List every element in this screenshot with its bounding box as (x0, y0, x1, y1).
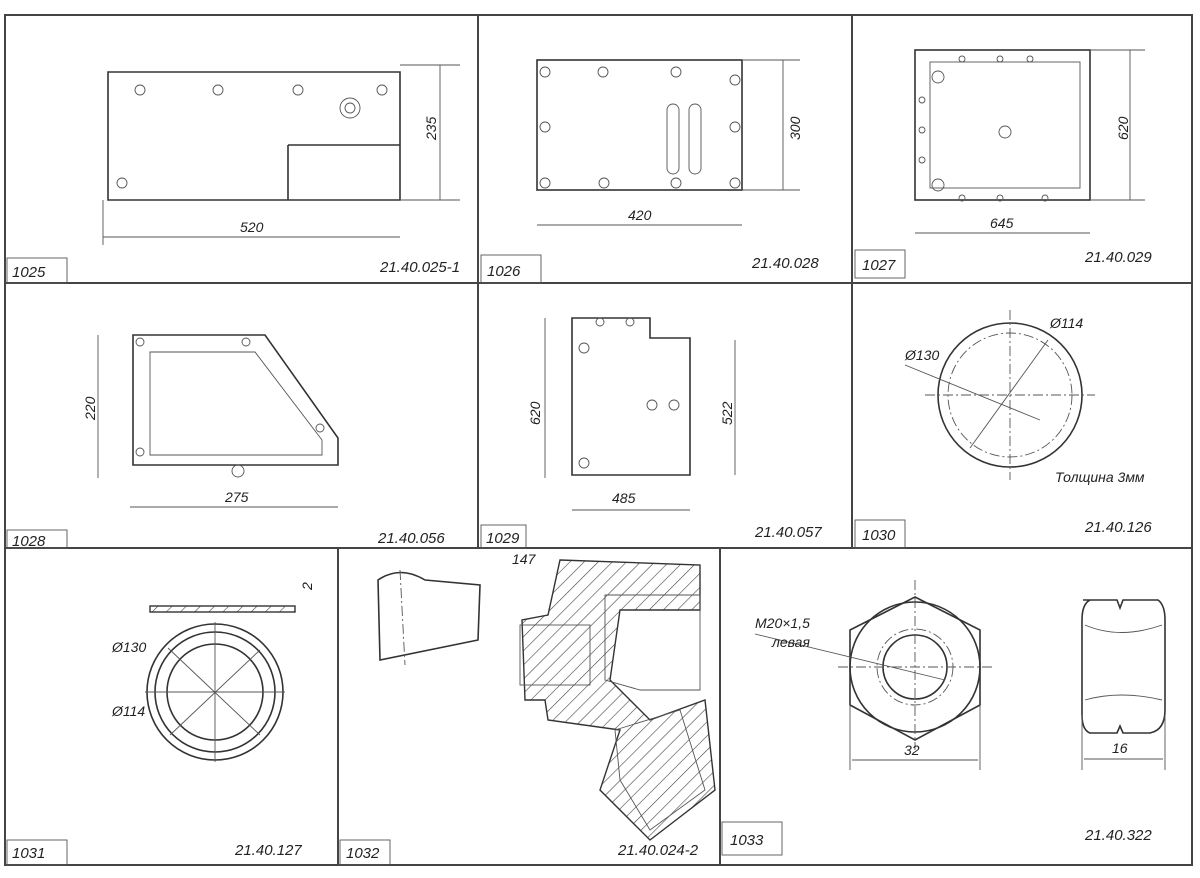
panel-number: 1030 (862, 527, 896, 544)
panel-1025: 520 235 1025 21.40.025-1 (6, 64, 460, 284)
part-code: 21.40.322 (1084, 827, 1152, 844)
panel-number: 1026 (487, 263, 521, 280)
panel-1032: 147 1032 21.40.024-2 (339, 551, 716, 866)
panel-number: 1028 (12, 533, 46, 550)
panel-1031: Ø130 Ø114 2 1031 21.40.127 (6, 582, 315, 866)
part-code: 21.40.025-1 (379, 259, 460, 276)
panel-1027: 645 620 1027 21.40.029 (854, 49, 1152, 279)
svg-text:420: 420 (628, 207, 652, 223)
part-code: 21.40.028 (751, 255, 819, 272)
svg-text:2: 2 (299, 582, 315, 591)
svg-text:645: 645 (990, 215, 1014, 231)
part-code: 21.40.126 (1084, 519, 1152, 536)
panel-1028: 275 220 1028 21.40.056 (6, 334, 445, 550)
panel-number: 1033 (730, 832, 764, 849)
part-code: 21.40.024-2 (617, 842, 699, 859)
panel-number: 1029 (486, 530, 520, 547)
svg-text:620: 620 (527, 401, 543, 425)
panel-1030: Ø114 Ø130 Толщина 3мм 1030 21.40.126 (854, 310, 1152, 549)
panel-number: 1027 (862, 257, 896, 274)
svg-text:300: 300 (787, 116, 803, 140)
panel-number: 1025 (12, 264, 46, 281)
panel-1026: 420 300 1026 21.40.028 (480, 59, 819, 284)
thickness-note: Толщина 3мм (1055, 469, 1145, 485)
svg-text:Ø114: Ø114 (111, 703, 145, 719)
part-code: 21.40.056 (377, 530, 445, 547)
svg-text:620: 620 (1115, 116, 1131, 140)
svg-text:147: 147 (512, 551, 537, 567)
svg-text:Ø130: Ø130 (904, 347, 939, 363)
svg-text:520: 520 (240, 219, 264, 235)
sheet-grid (4, 14, 1193, 866)
svg-text:235: 235 (423, 116, 439, 141)
svg-text:16: 16 (1112, 740, 1128, 756)
svg-text:275: 275 (224, 489, 249, 505)
svg-text:220: 220 (82, 396, 98, 421)
thread-direction: левая (771, 634, 810, 650)
svg-text:522: 522 (719, 401, 735, 425)
part-code: 21.40.127 (234, 842, 302, 859)
panel-1029: 620 522 485 1029 21.40.057 (480, 317, 822, 549)
thread-spec: M20×1,5 (755, 615, 810, 631)
svg-text:Ø130: Ø130 (111, 639, 146, 655)
part-code: 21.40.057 (754, 524, 822, 541)
panel-number: 1031 (12, 845, 45, 862)
panel-number: 1032 (346, 845, 380, 862)
panel-1033: M20×1,5 левая 32 16 1033 21.40.322 (721, 580, 1166, 856)
svg-text:485: 485 (612, 490, 636, 506)
svg-text:32: 32 (904, 742, 920, 758)
svg-text:Ø114: Ø114 (1049, 315, 1083, 331)
part-code: 21.40.029 (1084, 249, 1152, 266)
